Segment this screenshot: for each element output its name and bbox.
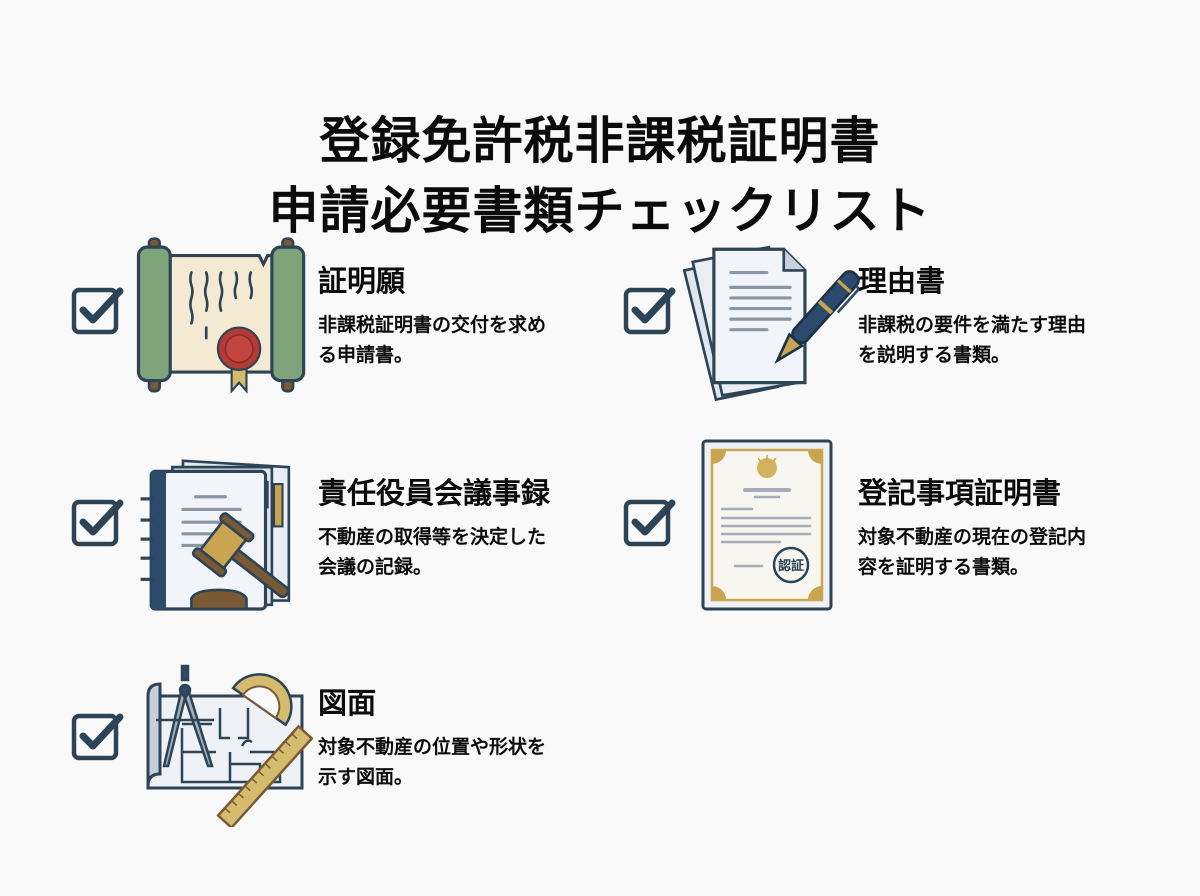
page-title: 登録免許税非課税証明書 申請必要書類チェックリスト	[0, 106, 1200, 246]
item-description: 対象不動産の現在の登記内 容を証明する書類。	[858, 526, 1087, 578]
item-title: 理由書	[858, 264, 946, 298]
item-title: 図面	[318, 686, 377, 720]
documents-with-fountain-pen-icon	[682, 245, 860, 402]
title-line-1: 登録免許税非課税証明書	[319, 111, 881, 170]
item-text: 登記事項証明書 対象不動産の現在の登記内 容を証明する書類。	[858, 474, 1158, 582]
checkbox-checked-icon[interactable]	[622, 282, 678, 338]
item-title: 責任役員会議事録	[318, 476, 551, 510]
checkbox-checked-icon[interactable]	[622, 494, 678, 550]
item-text: 責任役員会議事録 不動産の取得等を決定した 会議の記録。	[318, 474, 618, 582]
item-text: 証明願 非課税証明書の交付を求め る申請書。	[318, 262, 618, 370]
certificate-with-stamp-icon: 認証	[701, 439, 833, 611]
checkbox-checked-icon[interactable]	[70, 708, 126, 764]
checklist-item-riyusho: 理由書 非課税の要件を満たす理由 を説明する書類。	[622, 232, 1182, 412]
item-description: 非課税証明書の交付を求め る申請書。	[318, 314, 547, 366]
item-title: 登記事項証明書	[858, 476, 1062, 510]
title-line-2: 申請必要書類チェックリスト	[268, 181, 932, 240]
item-description: 対象不動産の位置や形状を 示す図面。	[318, 736, 547, 788]
item-description: 非課税の要件を満たす理由 を説明する書類。	[858, 314, 1087, 366]
minutes-binder-with-gavel-icon	[140, 459, 291, 611]
checklist-item-shomeigan: 証明願 非課税証明書の交付を求め る申請書。	[70, 232, 630, 412]
scroll-with-seal-icon	[136, 237, 306, 394]
item-description: 不動産の取得等を決定した 会議の記録。	[318, 526, 547, 578]
checklist-item-zumen: 図面 対象不動産の位置や形状を 示す図面。	[70, 662, 630, 842]
checkbox-checked-icon[interactable]	[70, 494, 126, 550]
item-text: 理由書 非課税の要件を満たす理由 を説明する書類。	[858, 262, 1158, 370]
checklist-item-toki-jiko-shomeisho: 認証 登記事項証明書 対象不動産の現在の登記内 容を証明する書類。	[622, 438, 1182, 618]
item-title: 証明願	[318, 264, 406, 298]
item-text: 図面 対象不動産の位置や形状を 示す図面。	[318, 684, 618, 792]
blueprint-with-compass-and-ruler-icon	[146, 664, 314, 827]
checklist-item-gijiroku: 責任役員会議事録 不動産の取得等を決定した 会議の記録。	[70, 452, 630, 632]
checkbox-checked-icon[interactable]	[70, 282, 126, 338]
stamp-text: 認証	[778, 558, 804, 574]
